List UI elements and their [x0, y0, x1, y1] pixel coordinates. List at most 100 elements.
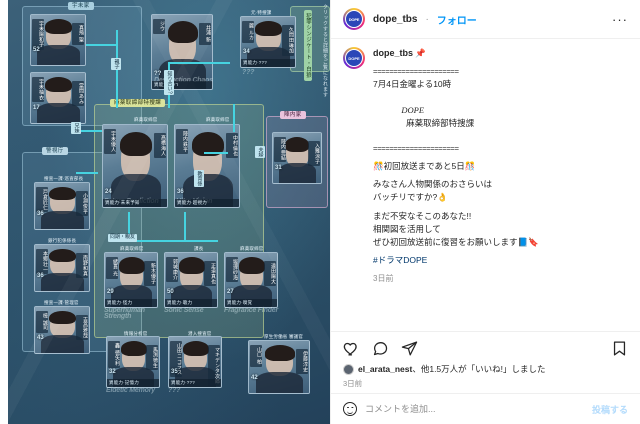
actor-name: 當間あみ	[72, 81, 84, 107]
connector-horizontal-2	[168, 62, 230, 64]
character-role: 麻薬取締官	[240, 246, 264, 251]
post-media[interactable]: クリックすると詳細をご覧になれます 宇未家 警視庁 麻薬取締部特捜課 陣内家 犯…	[0, 0, 330, 424]
character-card[interactable]: 宇未優人 髙橋海人 24 異能力·未来予知	[102, 124, 168, 208]
follow-button[interactable]: フォロー	[436, 15, 477, 27]
caption-username[interactable]: dope_tbs	[373, 48, 414, 58]
character-card[interactable]: 宇未陽和子 真飛 聖 52	[30, 14, 86, 66]
character-power: 異能力·嗅覚	[225, 299, 277, 307]
character-age: 36	[177, 189, 184, 195]
character-name: 本郷壮一	[36, 249, 48, 275]
actor-name: 正道真也	[204, 261, 216, 287]
character-card[interactable]: 樟 誠司 吉高雅哉 43	[34, 306, 90, 354]
connector-horizontal-6	[128, 240, 218, 242]
hair-shape	[238, 257, 265, 274]
character-card[interactable]: 堀理砂海 遠田陽大 27 異能力·嗅覚	[224, 252, 278, 308]
character-power: 異能力·聴力	[165, 299, 217, 307]
character-name: 山口 柏	[250, 345, 262, 367]
hair-shape	[182, 341, 209, 356]
more-options-icon[interactable]: ···	[612, 11, 628, 27]
character-card[interactable]: 郭城康介 正道真也 50 異能力·聴力	[164, 252, 218, 308]
character-age: 24	[105, 189, 112, 195]
character-age: 35	[171, 369, 178, 375]
character-power-en: Eidetic Memory	[106, 387, 155, 394]
actor-name: 馬渕徳生	[146, 345, 158, 371]
relation-label-fufu: 夫婦	[255, 146, 265, 158]
character-age: ??	[154, 71, 162, 77]
character-role: 潜入捜査官	[188, 331, 212, 336]
share-icon[interactable]	[401, 340, 418, 357]
character-role: 銀行犯係係長	[48, 238, 77, 243]
relation-label-oyako: 親子	[111, 58, 121, 70]
actor-name: 吉高雅哉	[76, 315, 88, 341]
character-card[interactable]: 本郷壮一 南野和真 36	[34, 244, 90, 292]
character-name: 宇未優人	[104, 129, 116, 155]
character-card[interactable]: 緒貫 光 新木優子 29 異能力·怪力	[104, 252, 158, 308]
caption-avatar[interactable]: DOPE	[343, 47, 365, 69]
connector-horizontal-1	[86, 44, 118, 46]
character-role: 捜査一課·巡査部長	[44, 176, 84, 181]
post-caption-area: DOPE dope_tbs 📌 ===================== 7月…	[331, 39, 640, 331]
actor-name: 遠田陽大	[264, 261, 276, 287]
comment-bar: 投稿する	[331, 393, 640, 424]
character-relationship-chart[interactable]: クリックすると詳細をご覧になれます 宇未家 警視庁 麻薬取締部特捜課 陣内家 犯…	[8, 0, 330, 424]
caption-row: DOPE dope_tbs 📌 ===================== 7月…	[343, 47, 628, 286]
character-name: 山田ニコラス	[170, 341, 182, 377]
character-power-en: ???	[168, 387, 181, 394]
character-card[interactable]: 宇未柚衣 當間あみ 17	[30, 72, 86, 124]
hair-shape	[167, 20, 198, 44]
connector-horizontal-3	[80, 130, 102, 132]
character-card[interactable]: 陣内亜結 入籬涼子 31	[272, 132, 322, 184]
character-role: 元·特捜課	[251, 10, 272, 15]
caption-title-jp: 麻薬取締部特捜課	[406, 118, 475, 129]
character-card[interactable]: 山口 柏 伊藤淳史 42	[248, 340, 310, 394]
hair-shape	[45, 77, 73, 92]
character-card[interactable]: 轟 徳矢利 馬渕徳生 32 異能力·記憶力	[106, 336, 160, 388]
caption-text: dope_tbs 📌 ===================== 7月4日金曜よ…	[373, 47, 539, 286]
caption-date: 7月4日金曜よる10時	[373, 78, 452, 89]
character-age: 34	[243, 49, 250, 55]
character-power-en: Sonic Sense	[164, 307, 204, 314]
comment-icon[interactable]	[372, 340, 389, 357]
likes-timestamp: 3日前	[343, 379, 363, 388]
character-power-en: Superhuman Strength	[104, 307, 145, 321]
caption-question-2: バッチリですか?👌	[373, 192, 448, 203]
character-card[interactable]: ジウ 井浦 新 ?? 異能力·××ד	[151, 14, 213, 90]
character-card[interactable]: 麗 ルカ 久間田琳加 34 異能力·???	[240, 16, 296, 68]
header-username[interactable]: dope_tbs	[373, 13, 418, 25]
connector-horizontal-5	[204, 152, 228, 154]
character-name: 宇未柚衣	[32, 77, 44, 103]
post-comment-button[interactable]: 投稿する	[591, 404, 628, 415]
liker-username[interactable]: el_arata_nest	[358, 364, 413, 374]
bookmark-icon[interactable]	[611, 340, 628, 357]
group-label-narcotics: 麻薬取締部特捜課	[110, 99, 166, 108]
character-card[interactable]: 陣内鉄平 中村倫也 36 異能力·超視力	[174, 124, 240, 208]
character-name: 戸倉匠仁	[36, 187, 48, 213]
heart-icon[interactable]	[343, 340, 360, 357]
character-power: 異能力·怪力	[105, 299, 157, 307]
character-power: 異能力·記憶力	[107, 379, 159, 387]
avatar[interactable]: DOPE	[343, 8, 365, 30]
character-name: ジウ	[153, 19, 165, 34]
smiley-icon[interactable]	[343, 402, 357, 416]
character-card[interactable]: 山田ニコラス マキデンタ次郎 35 異能力·???	[168, 336, 222, 388]
caption-body-2: 相関図を活用して	[373, 223, 441, 234]
comment-input[interactable]	[365, 404, 584, 414]
caption-hashtag[interactable]: #ドラマDOPE	[373, 255, 428, 266]
character-card[interactable]: 戸倉匠仁 小淵俊平 36	[34, 182, 90, 230]
header-separator: ·	[425, 13, 429, 25]
group-label-ube: 宇未家	[68, 2, 94, 11]
avatar-logo-text: DOPE	[345, 10, 363, 28]
character-role: 麻薬取締官	[134, 117, 158, 122]
post-header: DOPE dope_tbs · フォロー ···	[331, 0, 640, 39]
caption-title-en: DOPE	[401, 104, 425, 115]
group-label-syndicate: 犯罪シンジケート・白狼	[304, 10, 313, 81]
relation-label-doki: 同期・親友	[108, 234, 138, 242]
character-role: 捜査一課·管理官	[44, 300, 79, 305]
character-power-en: Fragrance Finder	[224, 307, 278, 314]
caption-avatar-logo-text: DOPE	[345, 49, 363, 67]
hair-shape	[285, 137, 310, 152]
hair-shape	[120, 341, 147, 356]
caption-body-3: ぜひ初回放送前に復習をお願いします📘🔖	[373, 236, 539, 247]
connector-vertical-3	[184, 212, 186, 240]
